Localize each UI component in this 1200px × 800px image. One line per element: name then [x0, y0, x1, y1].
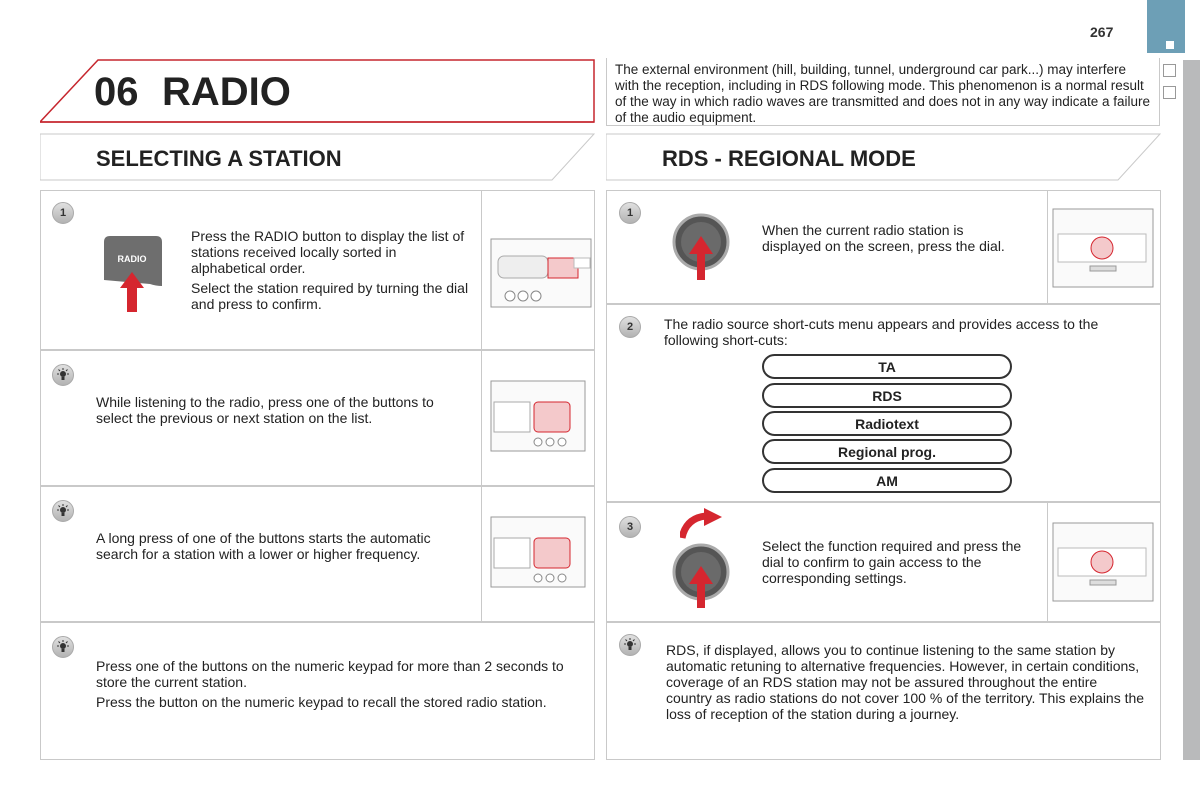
page-number: 267 — [1090, 24, 1114, 40]
shortcut-rds[interactable]: RDS — [762, 383, 1012, 408]
shortcut-ta[interactable]: TA — [762, 354, 1012, 379]
side-bar — [1183, 60, 1200, 760]
lightbulb-icon — [52, 500, 74, 522]
step-badge: 1 — [619, 202, 641, 224]
right-tip-text: RDS, if displayed, allows you to continu… — [666, 642, 1145, 722]
section-heading-right: RDS - REGIONAL MODE — [606, 132, 1161, 182]
lightbulb-icon — [619, 634, 641, 656]
seek-panel-illustration — [490, 380, 586, 457]
tip3-text: Press one of the buttons on the numeric … — [96, 658, 564, 710]
radio-key-label: RADIO — [118, 254, 147, 264]
shortcut-am[interactable]: AM — [762, 468, 1012, 493]
heading-rds-regional: RDS - REGIONAL MODE — [662, 146, 916, 171]
step1-text: Press the RADIO button to display the li… — [191, 228, 469, 312]
arrow-up-icon — [689, 566, 713, 608]
arrow-up-icon — [120, 272, 144, 312]
lightbulb-icon — [52, 636, 74, 658]
dial-illustration — [672, 540, 730, 615]
tip2-text: A long press of one of the buttons start… — [96, 530, 431, 562]
arrow-up-icon — [689, 236, 713, 280]
dial-panel-illustration — [1052, 522, 1154, 607]
shortcut-radiotext[interactable]: Radiotext — [762, 411, 1012, 436]
section-heading-left: SELECTING A STATION — [40, 132, 595, 182]
chapter-number: 06 — [94, 70, 139, 114]
right-step2-text: The radio source short-cuts menu appears… — [664, 316, 1099, 348]
step-badge: 2 — [619, 316, 641, 338]
heading-selecting-station: SELECTING A STATION — [96, 146, 342, 171]
curved-arrow-icon — [678, 508, 724, 545]
shortcut-regional-prog[interactable]: Regional prog. — [762, 439, 1012, 464]
chapter-tab — [1147, 0, 1185, 53]
chapter-title: 06 RADIO — [40, 58, 595, 126]
right-step3-text: Select the function required and press t… — [762, 538, 1022, 586]
lightbulb-icon — [52, 364, 74, 386]
tip-box — [40, 622, 595, 760]
tip-box — [606, 622, 1161, 760]
nav-square-1 — [1163, 64, 1176, 77]
radio-button-illustration: RADIO — [102, 236, 162, 314]
dial-panel-illustration — [1052, 208, 1154, 293]
radio-panel-illustration — [490, 238, 592, 338]
nav-square-2 — [1163, 86, 1176, 99]
step-badge: 1 — [52, 202, 74, 224]
dial-illustration — [672, 212, 730, 287]
chapter-name: RADIO — [162, 70, 291, 114]
reception-note: The external environment (hill, building… — [606, 58, 1160, 126]
step-badge: 3 — [619, 516, 641, 538]
tip1-text: While listening to the radio, press one … — [96, 394, 434, 426]
right-step1-text: When the current radio station is displa… — [762, 222, 1005, 254]
seek-panel-illustration — [490, 516, 586, 593]
